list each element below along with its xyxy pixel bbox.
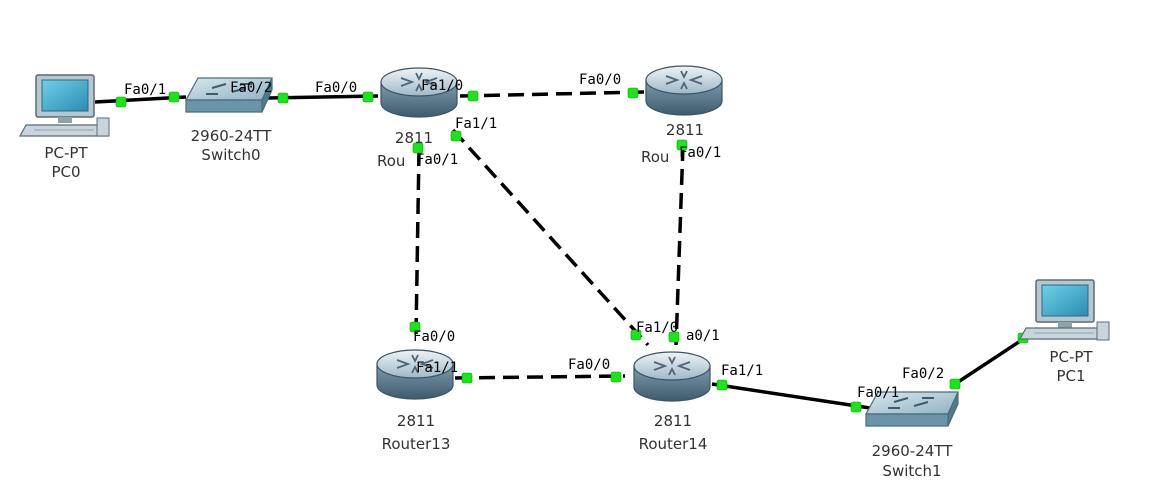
router-icon bbox=[380, 67, 458, 118]
port-dot-router13-fa00[interactable] bbox=[409, 321, 421, 333]
router13-name-label: Router13 bbox=[382, 435, 451, 453]
pc-icon bbox=[1018, 279, 1110, 341]
router-b-model-label: 2811 bbox=[666, 121, 704, 139]
port-label-router14-fa01: a0/1 bbox=[686, 328, 720, 344]
port-dot-router-b-fa01[interactable] bbox=[676, 139, 688, 151]
port-dot-switch0-fa02[interactable] bbox=[277, 92, 289, 104]
port-label-router14-fa11: Fa1/1 bbox=[721, 363, 763, 379]
switch-icon bbox=[864, 391, 959, 427]
port-dot-switch0-fa01[interactable] bbox=[168, 91, 180, 103]
link-router-a-router14[interactable] bbox=[451, 128, 650, 347]
router-a-name-label: Rou bbox=[377, 152, 405, 170]
switch-icon bbox=[184, 77, 273, 113]
port-label-router-b-fa01: Fa0/1 bbox=[679, 145, 721, 161]
switch1-device[interactable]: 2960-24TT Switch1 bbox=[864, 391, 959, 480]
pc-icon bbox=[18, 74, 110, 137]
port-label-router13-fa00: Fa0/0 bbox=[413, 329, 455, 345]
router-a-model-label: 2811 bbox=[395, 129, 433, 147]
link-router-a-router13[interactable] bbox=[414, 149, 421, 336]
router-b-device[interactable]: 2811 Rou bbox=[641, 65, 723, 166]
port-dot-router14-fa00[interactable] bbox=[610, 371, 622, 383]
switch0-device[interactable]: 2960-24TT Switch0 bbox=[184, 77, 273, 164]
port-label-router13-fa11: Fa1/1 bbox=[416, 360, 458, 376]
switch0-name-label: Switch0 bbox=[201, 146, 260, 164]
router14-model-label: 2811 bbox=[654, 412, 692, 430]
switch0-model-label: 2960-24TT bbox=[191, 127, 273, 145]
router-b-name-label: Rou bbox=[641, 148, 669, 166]
links-layer bbox=[94, 90, 1038, 410]
port-dot-router-a-fa01[interactable] bbox=[412, 142, 424, 154]
router13-model-label: 2811 bbox=[397, 412, 435, 430]
port-label-switch1-fa02: Fa0/2 bbox=[902, 366, 944, 382]
port-dot-router14-fa11[interactable] bbox=[716, 379, 728, 391]
port-label-router-b-fa00: Fa0/0 bbox=[579, 72, 621, 88]
port-label-switch0-fa02: Fa0/2 bbox=[230, 80, 272, 96]
port-label-router14-fa00: Fa0/0 bbox=[568, 357, 610, 373]
router-icon bbox=[633, 351, 711, 402]
port-dot-router-a-fa11[interactable] bbox=[450, 130, 462, 142]
port-dot-switch1-fa02[interactable] bbox=[949, 378, 961, 390]
link-router-a-router-b[interactable] bbox=[459, 90, 646, 98]
port-dots-layer bbox=[115, 87, 1029, 413]
port-dot-pc0-fa01[interactable] bbox=[115, 96, 127, 108]
link-router-b-router14[interactable] bbox=[674, 144, 685, 346]
pc0-device[interactable]: PC-PT PC0 bbox=[18, 74, 110, 181]
port-labels-layer: Fa0/1 Fa0/2 Fa0/0 Fa1/0 Fa0/0 Fa1/1 Fa0/… bbox=[124, 72, 944, 401]
port-dot-router13-fa11[interactable] bbox=[461, 372, 473, 384]
port-dot-router14-fa01[interactable] bbox=[668, 331, 680, 343]
port-label-router14-fa10: Fa1/0 bbox=[636, 320, 678, 336]
link-router14-switch1[interactable] bbox=[711, 382, 871, 410]
port-label-switch1-fa01: Fa0/1 bbox=[857, 385, 899, 401]
router13-device[interactable]: 2811 Router13 bbox=[376, 349, 454, 453]
port-label-router-a-fa00: Fa0/0 bbox=[315, 80, 357, 96]
port-label-pc0-fa01: Fa0/1 bbox=[124, 82, 166, 98]
port-dot-router-a-fa00[interactable] bbox=[362, 91, 374, 103]
port-label-router-a-fa11: Fa1/1 bbox=[455, 116, 497, 132]
link-router13-router14[interactable] bbox=[454, 374, 626, 380]
router14-name-label: Router14 bbox=[639, 435, 708, 453]
port-label-router-a-fa01: Fa0/1 bbox=[416, 152, 458, 168]
port-dot-router-a-fa10[interactable] bbox=[467, 90, 479, 102]
switch1-name-label: Switch1 bbox=[882, 462, 941, 480]
pc1-name-label: PC1 bbox=[1056, 367, 1085, 385]
port-dot-router-b-fa00[interactable] bbox=[627, 87, 639, 99]
router-icon bbox=[645, 65, 723, 116]
port-label-router-a-fa10: Fa1/0 bbox=[421, 78, 463, 94]
router14-device[interactable]: 2811 Router14 bbox=[633, 351, 711, 453]
port-dot-switch1-fa01[interactable] bbox=[850, 401, 862, 413]
pc0-name-label: PC0 bbox=[51, 163, 80, 181]
port-dot-router14-fa10[interactable] bbox=[630, 329, 642, 341]
switch1-model-label: 2960-24TT bbox=[872, 442, 954, 460]
router-icon bbox=[376, 349, 454, 400]
pc1-model-label: PC-PT bbox=[1049, 348, 1093, 366]
pc1-device[interactable]: PC-PT PC1 bbox=[1018, 279, 1110, 385]
router-a-device[interactable]: 2811 Rou bbox=[377, 67, 458, 170]
pc0-model-label: PC-PT bbox=[44, 144, 88, 162]
